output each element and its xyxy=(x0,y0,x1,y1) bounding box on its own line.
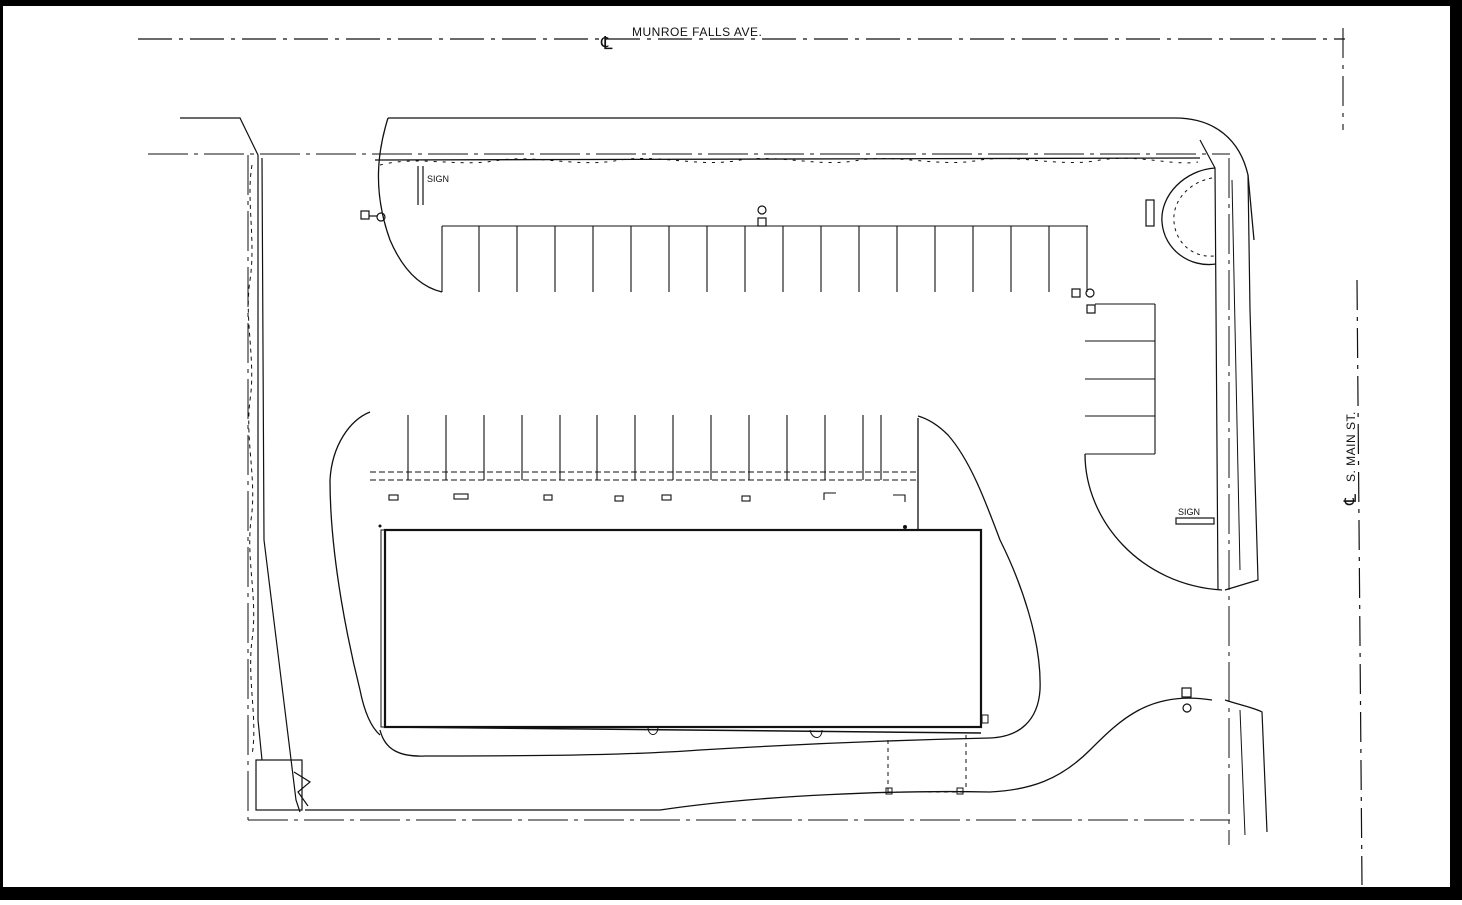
right-border xyxy=(1450,0,1462,900)
bottom-border xyxy=(0,887,1462,900)
munroe-falls-centerline: ℄ MUNROE FALLS AVE. xyxy=(138,25,1345,53)
north-parking-row xyxy=(441,225,1088,292)
light-fixture-icon xyxy=(1182,703,1192,713)
light-pole-base xyxy=(1181,687,1192,698)
property-lines xyxy=(148,153,1230,845)
light-fixture-icon xyxy=(757,205,767,215)
street-label-munroe-falls: MUNROE FALLS AVE. xyxy=(632,25,762,39)
north-landscape-strip xyxy=(374,117,1255,293)
east-parking-row xyxy=(1085,303,1156,455)
street-label-main-st: S. MAIN ST. xyxy=(1344,411,1358,482)
main-st-centerline: S. MAIN ST. ℄ xyxy=(1341,28,1363,886)
sign-label-east: SIGN xyxy=(1178,507,1200,517)
north-sign: SIGN xyxy=(417,166,449,205)
left-border xyxy=(0,0,3,900)
light-pole-base xyxy=(757,217,767,227)
light-fixture-icon xyxy=(376,212,386,222)
centerline-symbol-top: ℄ xyxy=(600,33,613,53)
centerline-symbol-right: ℄ xyxy=(1341,494,1360,506)
light-pole-base xyxy=(1071,288,1081,298)
light-pole-base xyxy=(360,210,370,220)
dumpster-enclosure xyxy=(255,759,303,811)
light-pole-base xyxy=(1086,304,1096,314)
corner-planter xyxy=(1145,167,1217,266)
south-drive xyxy=(305,415,1213,811)
top-border xyxy=(0,0,1462,6)
light-poles xyxy=(360,205,1192,713)
wheel-stops xyxy=(388,492,906,502)
light-fixture-icon xyxy=(1085,288,1095,298)
left-landscape-strip xyxy=(180,117,312,813)
sign-label-north: SIGN xyxy=(427,174,449,184)
building-footprint xyxy=(378,524,989,738)
building-island xyxy=(329,411,919,736)
east-curbs xyxy=(1084,139,1268,836)
east-sign: SIGN xyxy=(1175,507,1215,525)
building-corner-marker xyxy=(903,525,907,529)
drive-thru-lane xyxy=(885,735,967,795)
south-parking-row xyxy=(370,415,918,481)
